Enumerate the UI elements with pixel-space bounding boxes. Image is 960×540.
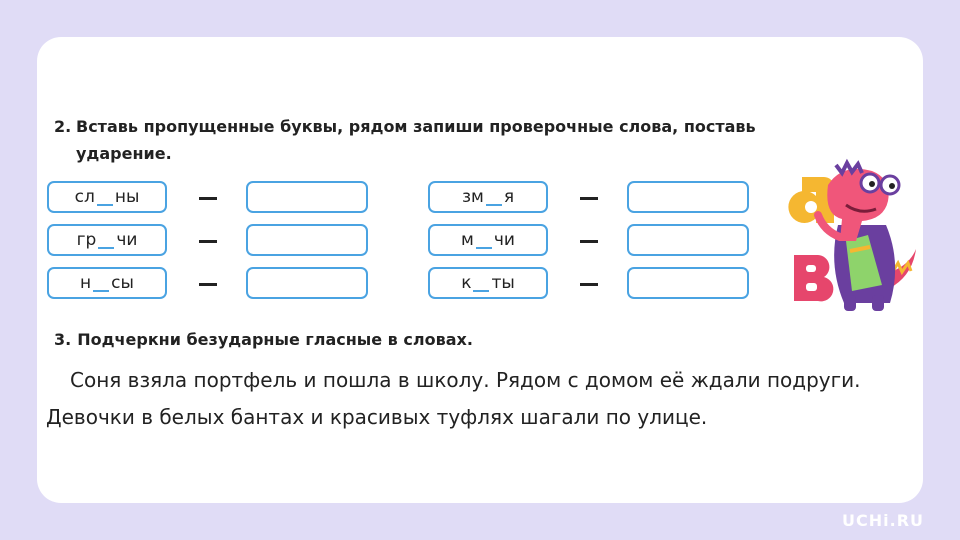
word-part: зм — [461, 187, 484, 207]
answer-box-4[interactable] — [627, 181, 749, 213]
answer-box-5[interactable] — [627, 224, 749, 256]
answer-box-2[interactable] — [246, 224, 368, 256]
word-part: я — [503, 187, 515, 207]
task-2-number: 2. — [54, 117, 72, 136]
dash — [580, 197, 598, 200]
letter-gap[interactable] — [475, 232, 492, 249]
task-2-instruction: Вставь пропущенные буквы, рядом запиши п… — [76, 117, 756, 163]
dash — [580, 240, 598, 243]
letter-gap[interactable] — [93, 275, 110, 292]
word-part: сы — [111, 273, 134, 293]
word-part: гр — [76, 230, 97, 250]
dash — [199, 283, 217, 286]
letter-gap[interactable] — [485, 189, 502, 206]
word-part: чи — [116, 230, 138, 250]
dash — [580, 283, 598, 286]
answer-box-1[interactable] — [246, 181, 368, 213]
letter-a-icon — [788, 177, 834, 223]
letter-v-icon — [794, 255, 834, 302]
sentence-1[interactable]: Соня взяла портфель и пошла в школу. Ряд… — [70, 368, 861, 392]
mascot-dino-icon — [788, 158, 916, 311]
word-part: н — [80, 273, 92, 293]
task-3-title: 3. Подчеркни безударные гласные в словах. — [54, 326, 473, 353]
dash — [199, 197, 217, 200]
word-part: ны — [114, 187, 140, 207]
word-part: к — [461, 273, 472, 293]
word-part: чи — [493, 230, 515, 250]
dash — [199, 240, 217, 243]
brand-logo: UCHi.RU — [842, 511, 924, 530]
sentence-2[interactable]: Девочки в белых бантах и красивых туфлях… — [46, 405, 708, 429]
answer-box-6[interactable] — [627, 267, 749, 299]
letter-gap[interactable] — [96, 189, 113, 206]
answer-box-3[interactable] — [246, 267, 368, 299]
task-3-instruction: Подчеркни безударные гласные в словах. — [77, 330, 473, 349]
task-2-title: 2. Вставь пропущенные буквы, рядом запиш… — [54, 113, 854, 167]
word-part: м — [461, 230, 474, 250]
word-part: ты — [491, 273, 515, 293]
letter-gap[interactable] — [98, 232, 115, 249]
letter-gap[interactable] — [473, 275, 490, 292]
task-3-number: 3. — [54, 330, 72, 349]
word-part: сл — [74, 187, 95, 207]
